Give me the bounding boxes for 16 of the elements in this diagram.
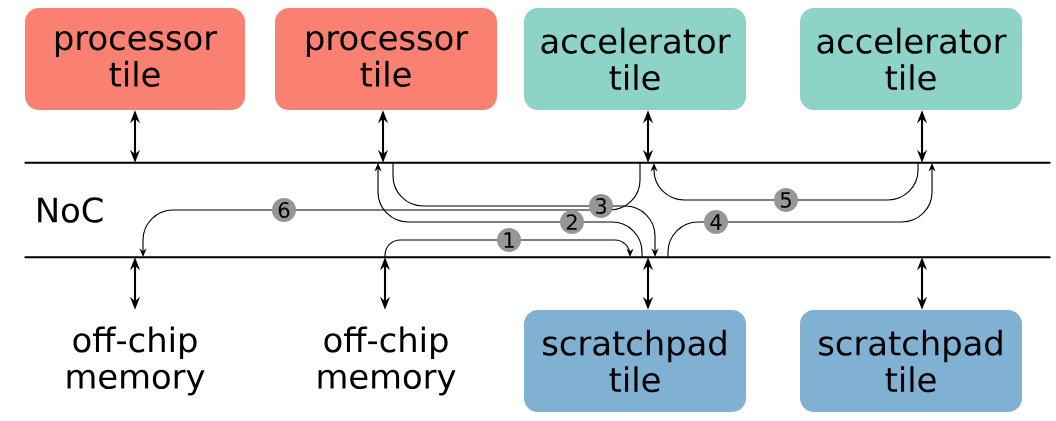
- memory-label: off-chip memory: [67, 326, 205, 396]
- accelerator-tile: accelerator tile: [800, 8, 1023, 110]
- scratchpad-tile: scratchpad tile: [800, 310, 1023, 412]
- processor-tile: processor tile: [275, 8, 498, 110]
- flow-arrow: [384, 239, 634, 258]
- step-number: 3: [589, 194, 613, 218]
- step-number: 2: [560, 210, 584, 234]
- scratchpad-tile: scratchpad tile: [524, 310, 747, 412]
- accelerator-tile: accelerator tile: [524, 8, 747, 110]
- memory-label: off-chip memory: [318, 326, 456, 396]
- step-number: 6: [272, 198, 296, 222]
- processor-tile: processor tile: [24, 8, 246, 110]
- step-number: 4: [704, 210, 728, 234]
- flow-arrow: [650, 162, 919, 201]
- step-number: 1: [497, 228, 521, 252]
- step-number: 5: [774, 188, 798, 212]
